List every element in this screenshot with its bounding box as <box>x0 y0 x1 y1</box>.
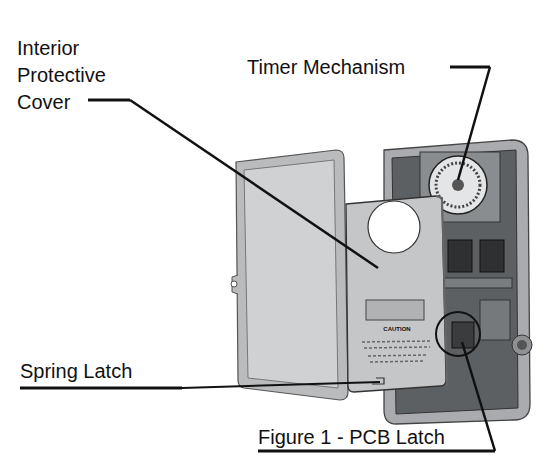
leader-line <box>20 387 182 390</box>
highlight-circle <box>436 312 480 356</box>
hasp-hole <box>231 281 237 287</box>
relay <box>448 240 472 272</box>
relay <box>480 240 504 272</box>
caution-text: CAUTION <box>377 325 417 333</box>
cover-label-slot <box>366 300 424 320</box>
leader-line <box>450 66 490 69</box>
knockout <box>512 335 532 355</box>
part-label: Interior Protective Cover <box>17 35 132 116</box>
caution-text-lines <box>364 347 430 348</box>
caution-text-lines <box>370 361 424 362</box>
caution-text-lines <box>368 355 426 356</box>
door-inner-panel <box>244 160 338 388</box>
door-hasp <box>232 275 238 294</box>
knockout-hole <box>517 340 527 350</box>
terminal-block <box>480 300 510 340</box>
leader-line <box>258 450 495 453</box>
leader-line <box>130 100 378 268</box>
pcb-board <box>440 278 512 288</box>
figure-caption-label: Figure 1 - PCB Latch <box>258 424 498 451</box>
leader-line <box>462 342 495 451</box>
enclosure-door <box>236 150 348 400</box>
protective-cover <box>346 196 446 392</box>
leader-line <box>88 99 130 102</box>
part-label: Spring Latch <box>20 358 190 385</box>
leader-line <box>458 67 490 180</box>
part-label: Timer Mechanism <box>247 54 447 81</box>
cover-edge <box>436 196 447 386</box>
timer-hub <box>452 179 464 191</box>
cover-dial-opening <box>368 201 420 253</box>
leader-line <box>182 382 380 388</box>
caution-text-lines <box>362 341 432 342</box>
